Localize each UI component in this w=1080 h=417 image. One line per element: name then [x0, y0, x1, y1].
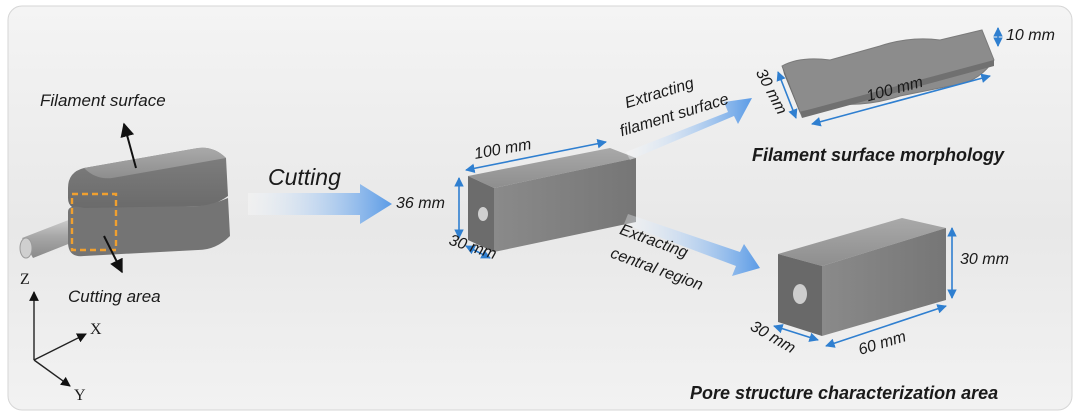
filament-surface-pointer: [120, 122, 137, 169]
cutting-area-pointer: [103, 235, 123, 274]
coordinate-axes: [29, 291, 87, 387]
filament-surface-label: Filament surface: [40, 91, 166, 110]
dim-line-30-bottom: [773, 324, 819, 342]
axis-z-label: Z: [20, 271, 30, 288]
y-axis: [33, 359, 71, 387]
dim-line-100-top: [811, 73, 991, 127]
axis-x-label: X: [90, 321, 102, 338]
filament-top-surface: [84, 147, 226, 179]
surface-slab: [776, 27, 1003, 127]
central-block-hole: [793, 284, 807, 304]
dim-30-right-label: 30 mm: [960, 251, 1009, 268]
dim-line-30-mid: [465, 245, 491, 259]
dim-line-60: [825, 304, 947, 348]
pore-structure-title: Pore structure characterization area: [690, 383, 999, 403]
extract-central-arrow: [624, 214, 760, 276]
dim-10-label: 10 mm: [1006, 27, 1055, 44]
cutting-arrow: [248, 184, 392, 224]
cut-block-hole: [478, 207, 488, 221]
rod-end: [19, 237, 33, 259]
central-block-top: [778, 218, 946, 266]
filament-surface-morphology-title: Filament surface morphology: [752, 145, 1005, 165]
cutting-area-label: Cutting area: [68, 287, 161, 306]
cut-block-side: [494, 158, 636, 252]
extract-surface-arrow: [626, 98, 752, 160]
dim-36-label: 36 mm: [396, 195, 445, 212]
x-axis: [33, 333, 87, 361]
printed-sample: [19, 122, 230, 274]
dim-line-100-mid: [465, 138, 607, 174]
cutting-area-outline: [70, 192, 118, 252]
cutting-label: Cutting: [268, 164, 341, 190]
cut-block: [454, 138, 636, 259]
central-block: [773, 218, 957, 348]
lower-filament: [68, 198, 230, 257]
dim-line-30-top: [776, 71, 798, 119]
axis-y-label: Y: [74, 387, 86, 404]
